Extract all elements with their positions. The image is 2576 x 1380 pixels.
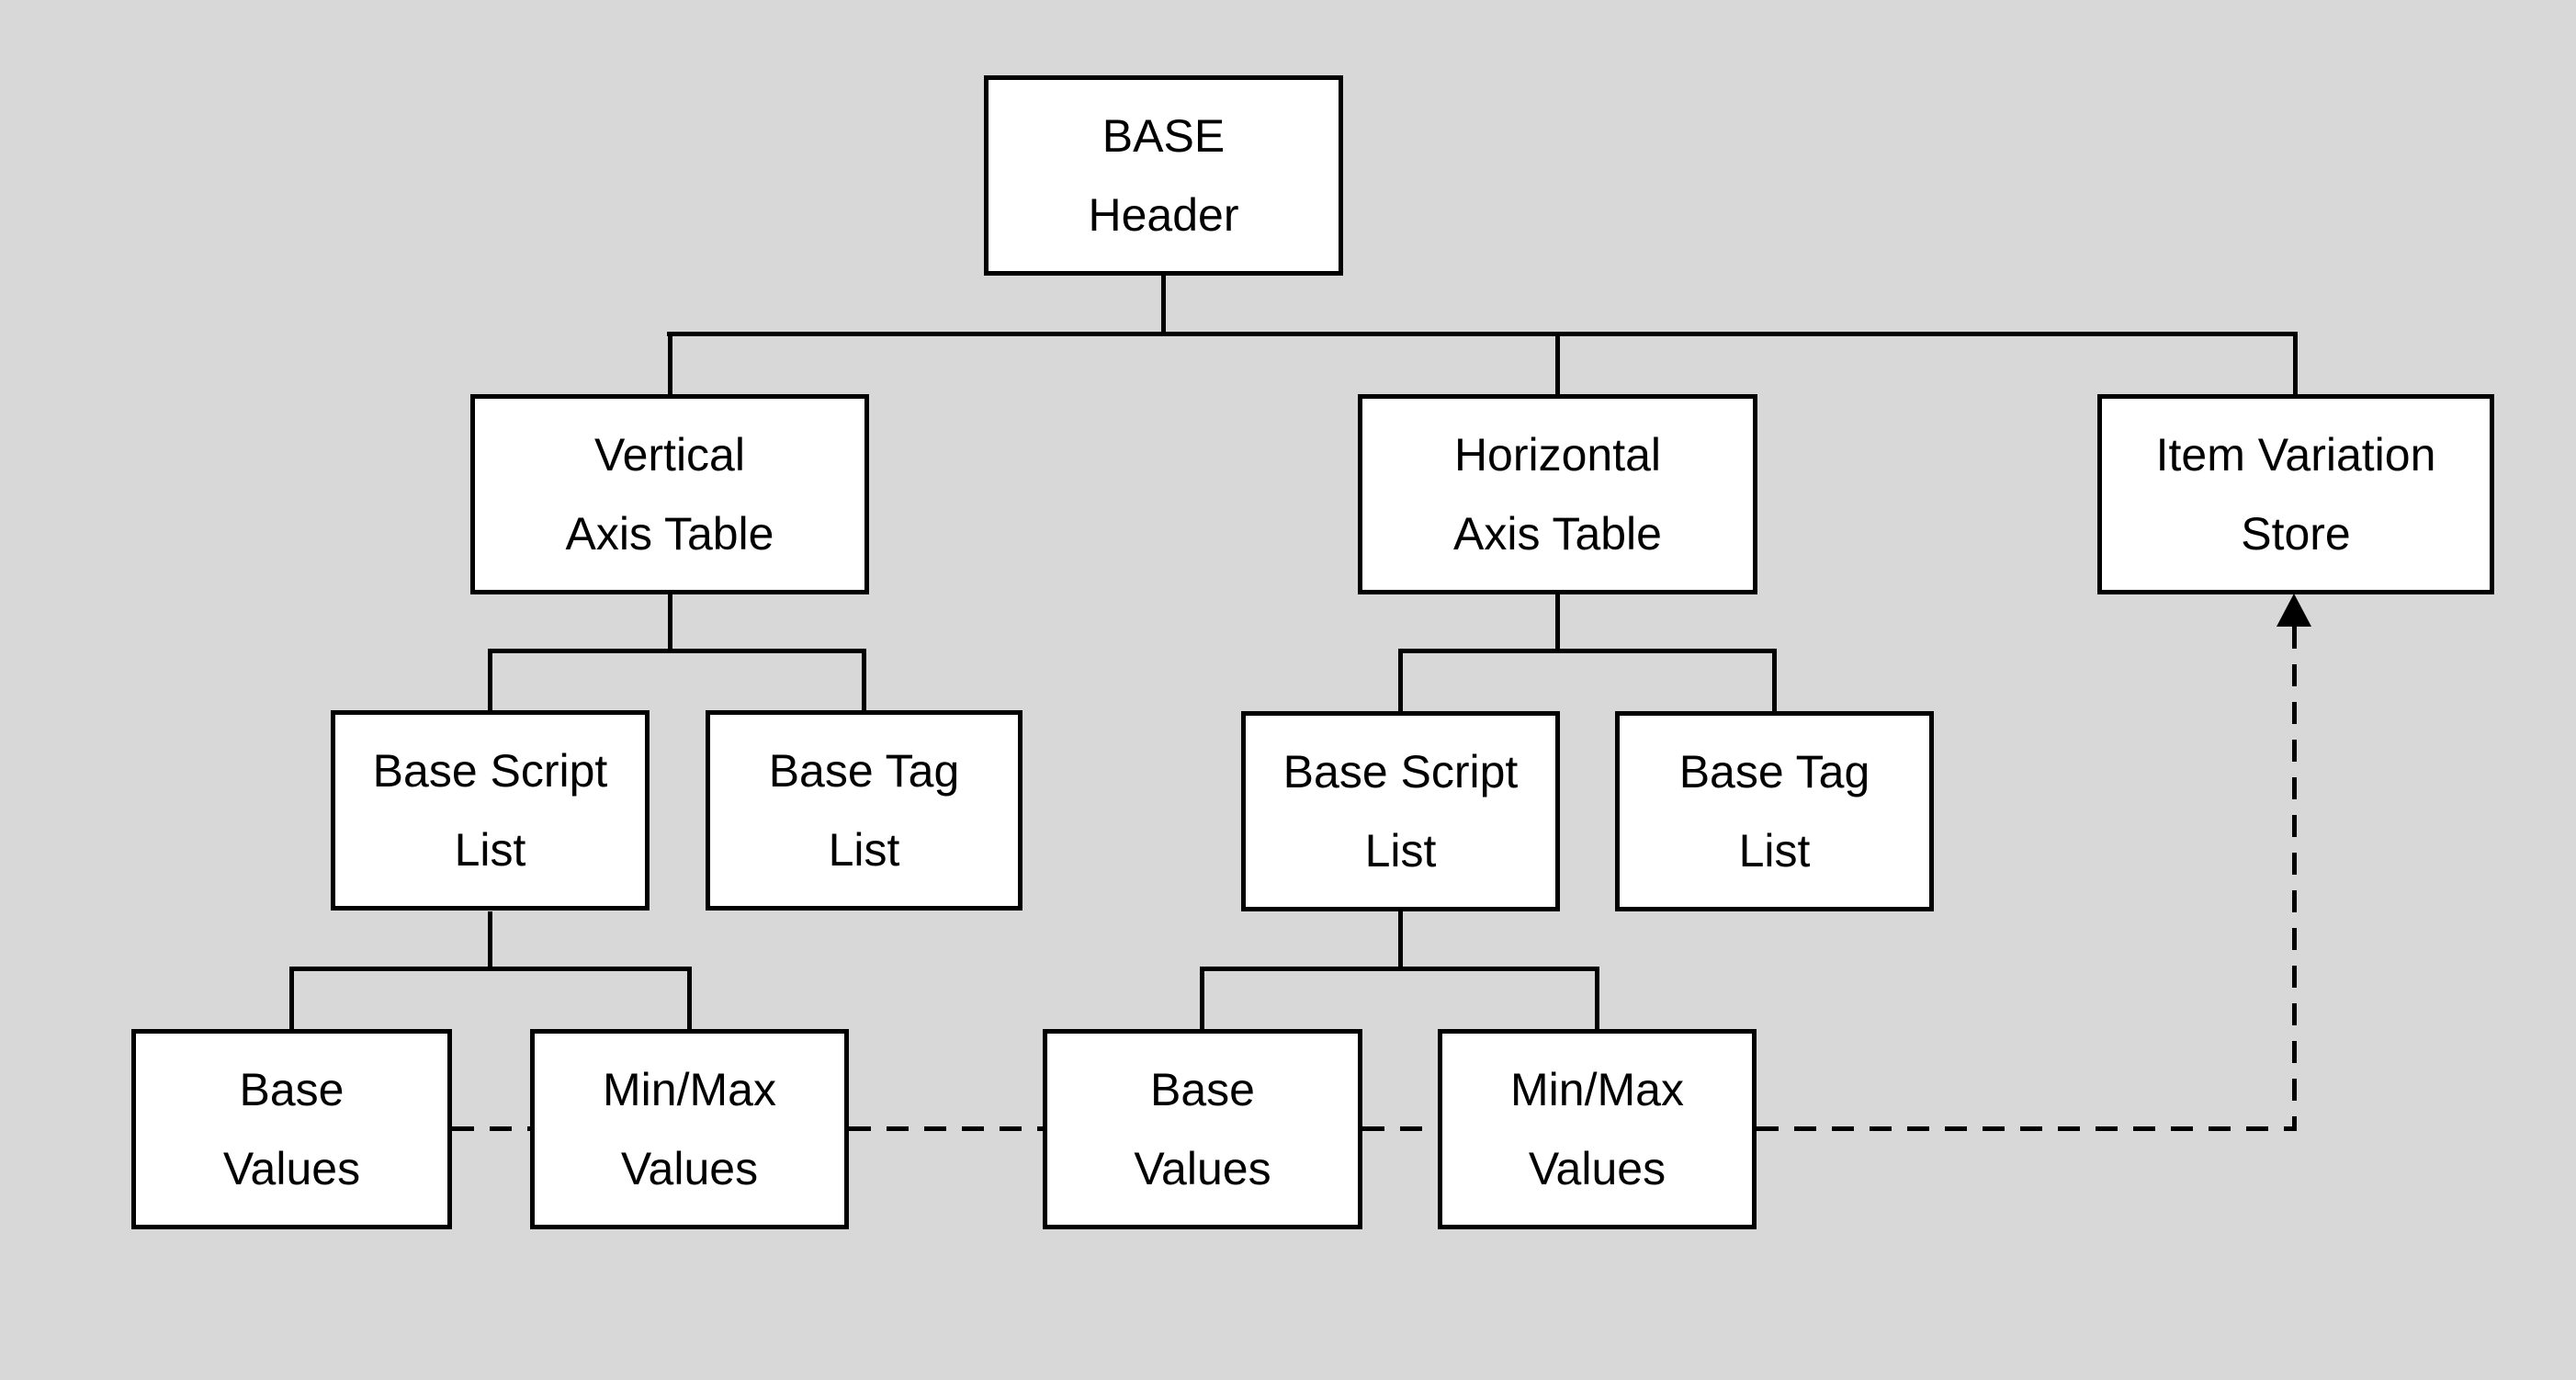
edge-level3-rail-vertical xyxy=(488,649,866,653)
edge-level4-rail-horizontal xyxy=(1200,967,1599,971)
node-base-values-vertical-label: Base Values xyxy=(222,1064,361,1194)
dashed-link-minmax-vertical-to-base-values-horizontal xyxy=(849,1126,1043,1131)
node-base-values-vertical: Base Values xyxy=(131,1029,452,1229)
dashed-link-to-item-variation-store-vertical xyxy=(2292,627,2297,1131)
dashed-link-base-values-to-minmax-horizontal xyxy=(1362,1126,1438,1131)
node-base-header-label: BASE Header xyxy=(1088,110,1239,241)
node-horizontal-axis-table: Horizontal Axis Table xyxy=(1358,394,1757,594)
node-base-header: BASE Header xyxy=(984,75,1343,276)
edge-base-script-list-vertical-stub xyxy=(488,911,492,971)
edge-to-base-values-horizontal xyxy=(1200,967,1204,1029)
node-base-script-list-horizontal: Base Script List xyxy=(1241,711,1560,911)
edge-level3-rail-horizontal xyxy=(1398,649,1777,653)
node-vertical-axis-table: Vertical Axis Table xyxy=(470,394,869,594)
node-minmax-values-horizontal-label: Min/Max Values xyxy=(1510,1064,1684,1194)
node-base-tag-list-vertical: Base Tag List xyxy=(706,710,1022,911)
node-base-tag-list-vertical-label: Base Tag List xyxy=(768,745,960,876)
node-base-script-list-horizontal-label: Base Script List xyxy=(1282,746,1519,877)
edge-vertical-axis-stub xyxy=(668,594,672,653)
node-minmax-values-horizontal: Min/Max Values xyxy=(1438,1029,1757,1229)
edge-to-base-tag-list-vertical xyxy=(862,649,866,710)
arrowhead-up-icon xyxy=(2277,594,2311,627)
edge-level2-rail xyxy=(667,332,2298,336)
node-minmax-values-vertical: Min/Max Values xyxy=(530,1029,849,1229)
node-base-script-list-vertical-label: Base Script List xyxy=(372,745,608,876)
node-minmax-values-vertical-label: Min/Max Values xyxy=(603,1064,776,1194)
dashed-link-to-item-variation-store-horizontal xyxy=(1757,1126,2297,1131)
node-horizontal-axis-table-label: Horizontal Axis Table xyxy=(1453,429,1662,560)
edge-to-base-script-list-vertical xyxy=(488,649,492,710)
edge-to-minmax-values-horizontal xyxy=(1595,967,1599,1029)
node-vertical-axis-table-label: Vertical Axis Table xyxy=(565,429,774,560)
node-base-script-list-vertical: Base Script List xyxy=(331,710,650,911)
edge-horizontal-axis-stub xyxy=(1555,594,1560,653)
edge-base-header-stub xyxy=(1161,275,1166,336)
node-base-tag-list-horizontal-label: Base Tag List xyxy=(1678,746,1870,877)
edge-level4-rail-vertical xyxy=(289,967,692,971)
edge-to-base-values-vertical xyxy=(289,967,294,1029)
node-item-variation-store-label: Item Variation Store xyxy=(2155,429,2436,560)
node-base-tag-list-horizontal: Base Tag List xyxy=(1615,711,1934,911)
edge-to-vertical-axis-table xyxy=(668,332,672,394)
node-base-values-horizontal: Base Values xyxy=(1043,1029,1362,1229)
node-base-values-horizontal-label: Base Values xyxy=(1134,1064,1271,1194)
edge-to-base-script-list-horizontal xyxy=(1398,649,1403,711)
edge-to-base-tag-list-horizontal xyxy=(1772,649,1777,711)
node-item-variation-store: Item Variation Store xyxy=(2097,394,2494,594)
edge-to-horizontal-axis-table xyxy=(1555,332,1560,394)
edge-to-minmax-values-vertical xyxy=(687,967,692,1029)
dashed-link-base-values-to-minmax-vertical xyxy=(452,1126,532,1131)
edge-base-script-list-horizontal-stub xyxy=(1398,911,1403,971)
edge-to-item-variation-store xyxy=(2293,332,2298,394)
